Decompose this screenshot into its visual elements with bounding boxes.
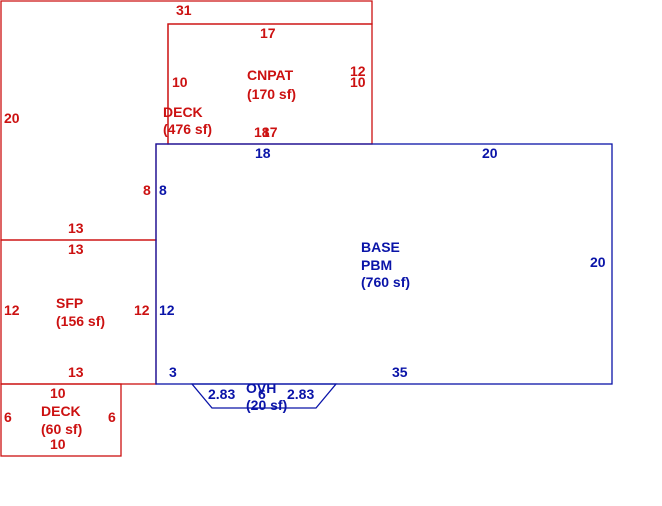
deck-top-dim-top: 31	[176, 2, 192, 18]
ovh-area: (20 sf)	[246, 397, 288, 413]
ovh-dim-inner: 6	[258, 386, 266, 402]
base-dim-left-a: 8	[159, 182, 167, 198]
deck-bottom-dim-top: 10	[50, 385, 66, 401]
cnpat-dim-left: 10	[172, 74, 188, 90]
base-dim-top-a: 18	[255, 145, 271, 161]
ovh-name: OVH	[246, 380, 277, 396]
sfp-dim-left: 12	[4, 302, 20, 318]
sfp-dim-top: 13	[68, 241, 84, 257]
sfp-name: SFP	[56, 295, 84, 311]
base-dim-bottom-b: 35	[392, 364, 408, 380]
cnpat-dim-bottom-b: 17	[262, 124, 278, 140]
base-area: (760 sf)	[361, 274, 411, 290]
deck-top-dim-left: 20	[4, 110, 20, 126]
base-dim-bottom-a: 3	[169, 364, 177, 380]
deck-bottom-dim-left: 6	[4, 409, 12, 425]
cnpat-dim-right-a: 12	[350, 63, 366, 79]
cnpat-dim-bottom-a: 18	[254, 124, 270, 140]
deck-top-area: (476 sf)	[163, 121, 213, 137]
deck-top-dim-bottom: 13	[68, 220, 84, 236]
cnpat-name: CNPAT	[247, 67, 294, 83]
cnpat-dim-right-b: 10	[350, 74, 366, 90]
deck-bottom-dim-right: 6	[108, 409, 116, 425]
deck-top-name: DECK	[163, 104, 203, 120]
ovh-outline	[190, 383, 338, 409]
cnpat-dim-top: 17	[260, 25, 276, 41]
deck-bottom-name: DECK	[41, 403, 81, 419]
sfp-dim-right: 12	[134, 302, 150, 318]
sfp-area: (156 sf)	[56, 313, 106, 329]
ovh-dim-right: 2.83	[287, 386, 315, 402]
base-dim-right: 20	[590, 254, 606, 270]
sfp-outline	[0, 239, 157, 385]
sfp-dim-bottom: 13	[68, 364, 84, 380]
deck-top-dim-right: 8	[143, 182, 151, 198]
base-outline	[155, 143, 613, 385]
base-dim-top-b: 20	[482, 145, 498, 161]
base-subname: PBM	[361, 257, 393, 273]
base-name: BASE	[361, 239, 400, 255]
base-dim-left-b: 12	[159, 302, 175, 318]
deck-60-outline	[0, 383, 122, 457]
ovh-dim-left: 2.83	[208, 386, 236, 402]
cnpat-area: (170 sf)	[247, 86, 297, 102]
deck-bottom-dim-bottom: 10	[50, 436, 66, 452]
deck-bottom-area: (60 sf)	[41, 421, 83, 437]
